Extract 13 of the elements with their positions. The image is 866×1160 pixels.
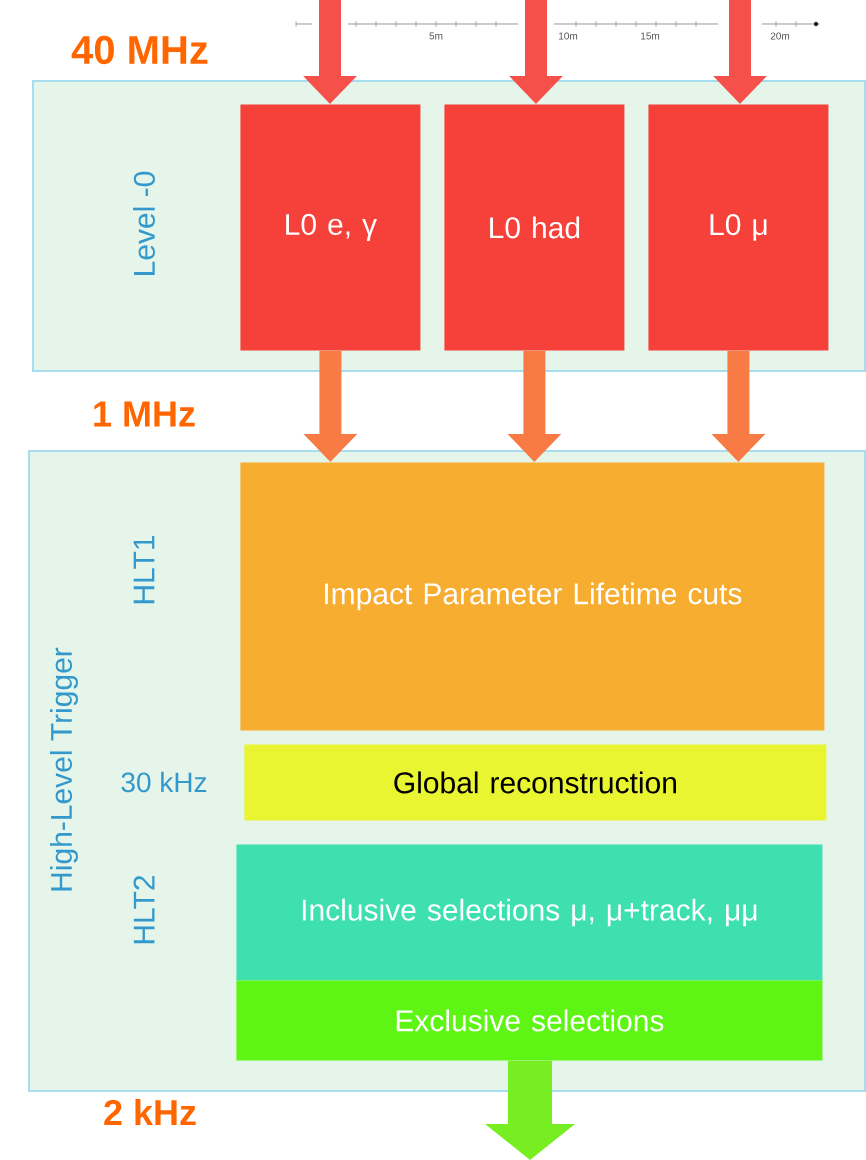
- stage-label: 30 kHz: [121, 771, 207, 793]
- rate-label: 2 kHz: [104, 1098, 196, 1126]
- rate-label: 1 MHz: [94, 401, 195, 427]
- stage-label: HLT1: [133, 535, 155, 604]
- trigger-box: Impact Parameter Lifetime cuts: [240, 462, 825, 731]
- trigger-box: Global reconstruction: [244, 744, 827, 821]
- rate-label: 40 MHz: [71, 35, 208, 65]
- trigger-box: L0 μ: [648, 104, 829, 351]
- trigger-box: L0 e, γ: [240, 104, 421, 351]
- trigger-box: L0 had: [444, 104, 625, 351]
- trigger-box: Inclusive selections μ, μ+track, μμ: [236, 844, 823, 981]
- trigger-box: Exclusive selections: [236, 980, 823, 1061]
- stage-label: HLT2: [133, 875, 155, 944]
